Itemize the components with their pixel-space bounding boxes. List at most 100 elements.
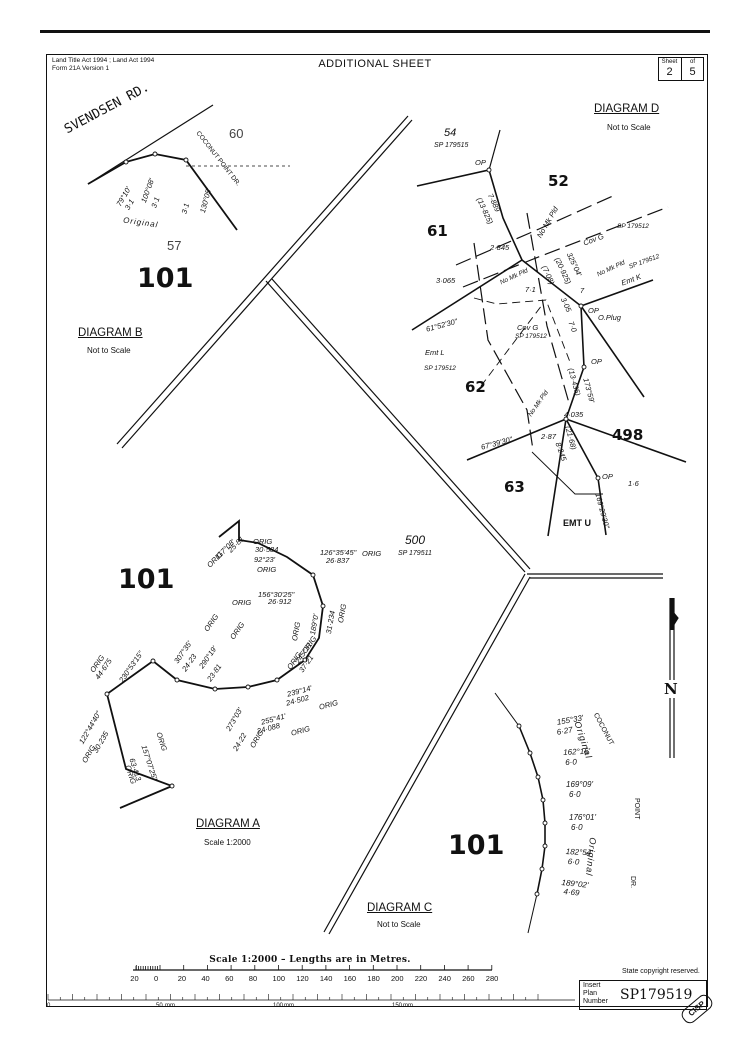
number-label: Number: [583, 998, 608, 1005]
top-rule: [40, 30, 710, 33]
act-line-1: Land Title Act 1994 ; Land Act 1994: [52, 57, 155, 64]
diagram-d-label-11: 3·065: [436, 276, 456, 285]
diagram-d-note: Not to Scale: [607, 123, 651, 132]
sheet-number: 2: [666, 66, 673, 78]
diagram-d-label-4: 2·845: [490, 243, 510, 252]
scale-tick-label: 40: [201, 974, 210, 983]
sheet-border: [46, 54, 708, 1007]
sheet-number-box: Sheet 2 of 5: [658, 57, 704, 81]
diagram-b-heading: DIAGRAM B: [78, 327, 143, 339]
insert-label: Insert: [583, 982, 601, 989]
diagram-d-label-21: O.Plug: [598, 313, 621, 322]
diagram-d-label-32: 2·87: [541, 432, 557, 441]
scale-tick-label: 140: [319, 974, 333, 983]
plan-label: Plan: [583, 990, 598, 997]
diagram-c-label-5: 169°09': [566, 780, 593, 789]
scale-tick-label: 220: [414, 974, 428, 983]
diagram-d-label-20: OP: [588, 306, 599, 315]
scale-tick-label: 20: [130, 974, 139, 983]
plan-number-box: Insert Plan Number SP179519: [579, 980, 707, 1010]
scale-tick-label: 280: [485, 974, 499, 983]
diagram-c-label-4: 6·0: [565, 757, 578, 767]
diagram-a-label-7: ORIG: [257, 565, 277, 574]
diagram-d-heading: DIAGRAM D: [594, 103, 660, 115]
page-title: ADDITIONAL SHEET: [318, 58, 432, 70]
lot-101-b: 101: [137, 263, 194, 294]
scale-bar-title: Scale 1:2000 – Lengths are in Metres.: [209, 955, 411, 965]
diagram-c-label-9: 182°54': [565, 847, 593, 858]
diagram-d-label-37: 1·6: [628, 479, 639, 488]
diagram-a-scale: Scale 1:2000: [204, 838, 251, 847]
copyright-notice: State copyright reserved.: [622, 968, 700, 975]
road-reserve-sw: [323, 573, 531, 935]
north-arrow-label: N: [663, 680, 679, 698]
scale-tick-label: 240: [438, 974, 451, 983]
lot-101-a: 101: [118, 564, 175, 595]
ruler-label: mm: [165, 1003, 175, 1009]
diagram-d-label-26: SP 179512: [424, 365, 456, 372]
ruler-label: mm: [403, 1003, 413, 1009]
easement-u: EMT U: [563, 518, 591, 528]
ruler-label: 150: [392, 1003, 403, 1009]
diagram-a-label-9: ORIG: [362, 549, 382, 558]
diagram-a-label-4: ORIG: [253, 537, 273, 546]
road-reserve-centre: [265, 278, 531, 573]
lot-101-c: 101: [448, 830, 505, 861]
scale-tick-label: 100: [272, 974, 286, 983]
scale-tick-label: 20: [177, 974, 187, 983]
diagram-c-note: Not to Scale: [377, 920, 421, 929]
diagram-a-label-5: 30·584: [255, 545, 279, 554]
diagram-c-label-10: 6·0: [567, 857, 580, 867]
scale-tick-label: 200: [391, 974, 404, 983]
ruler-label: mm: [284, 1003, 294, 1009]
diagram-a-label-8: 126°35'45": [320, 548, 357, 557]
act-line-2: Form 21A Version 1: [52, 65, 110, 72]
sheet-label: Sheet: [661, 59, 678, 65]
diagram-c-label-7: 176°01': [569, 813, 596, 822]
ruler-label: 100: [273, 1003, 284, 1009]
diagram-b-note: Not to Scale: [87, 346, 131, 355]
diagram-d-label-19: 7: [580, 286, 585, 295]
ruler-label: 0: [47, 1003, 51, 1009]
diagram-c-label-8: 6·0: [571, 823, 583, 832]
scale-tick-label: 180: [367, 974, 380, 983]
plan-500: SP 179511: [398, 550, 432, 557]
lot-54: 54: [444, 127, 457, 139]
diagram-c-label-12: 4·69: [563, 887, 580, 898]
diagram-a-label-11: 156°30'25": [258, 590, 295, 599]
ruler-label: 50: [156, 1003, 163, 1009]
lot-63: 63: [504, 478, 525, 496]
plan-number: SP179519: [620, 987, 693, 1003]
scale-tick-label: 120: [296, 974, 309, 983]
diagram-d-label-31: 4·035: [564, 410, 584, 419]
diagram-a-label-12: ORIG: [232, 598, 252, 607]
scale-tick-label: 80: [248, 974, 258, 983]
road-reserve-nw: [116, 115, 413, 449]
diagram-d-label-23: SP 179512: [515, 333, 547, 340]
diagram-d-label-13: 7·1: [525, 285, 536, 294]
road-point-c: POINT: [633, 798, 640, 820]
diagram-d-label-36: OP: [602, 472, 613, 481]
diagram-c-label-3: 162°16': [563, 746, 591, 757]
plan-54: SP 179515: [434, 142, 469, 149]
diagram-a-label-13: 26·912: [268, 597, 292, 606]
scale-tick-label: 160: [343, 974, 357, 983]
diagram-d-label-27: OP: [591, 357, 602, 366]
diagram-d-label-1: OP: [475, 158, 486, 167]
lot-61: 61: [427, 222, 448, 240]
lot-500: 500: [405, 533, 426, 547]
scale-tick-label: 260: [462, 974, 475, 983]
lot-498: 498: [612, 426, 644, 444]
diagram-d-label-10: SP 179512: [617, 223, 649, 230]
diagram-c-label-6: 6·0: [569, 790, 581, 799]
diagram-d-label-25: Emt L: [425, 348, 445, 357]
diagram-a-heading: DIAGRAM A: [196, 818, 260, 830]
act-reference: Land Title Act 1994 ; Land Act 1994 Form…: [52, 57, 154, 73]
diagram-a-label-10: 26·837: [326, 556, 350, 565]
scale-tick-label: 0: [154, 974, 159, 983]
lot-60: 60: [229, 126, 244, 141]
of-label: of: [689, 59, 695, 65]
diagram-d-label-22: Cov G: [517, 323, 539, 332]
sheet-total: 5: [689, 66, 696, 78]
